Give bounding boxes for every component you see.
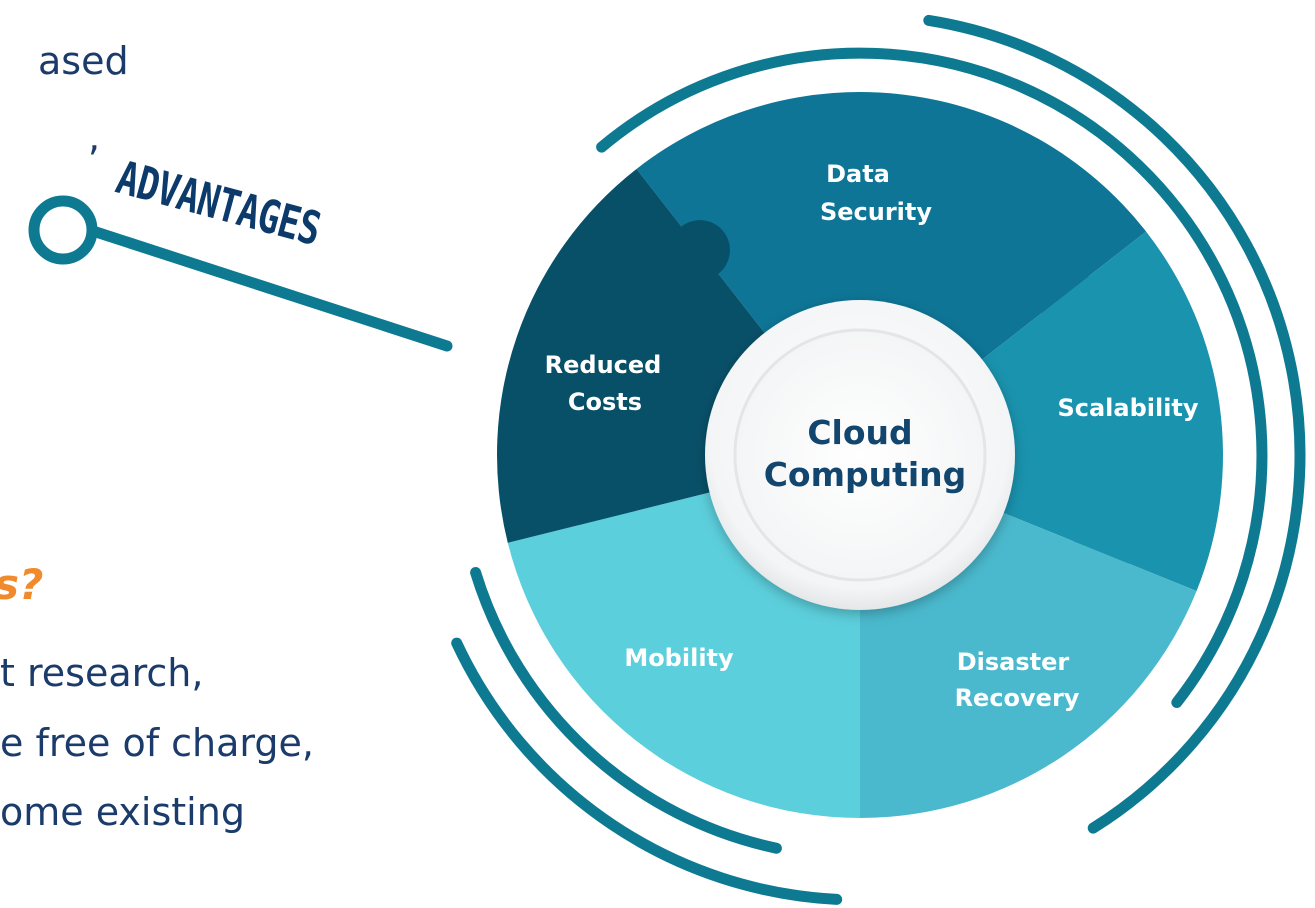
segment-label-recovery: Recovery: [955, 684, 1080, 712]
segment-data-security: [636, 92, 1147, 363]
outer-ring-arcs: [451, 14, 1306, 905]
center-label-line2: Computing: [764, 455, 967, 494]
text-fragment-research: t research,: [0, 651, 204, 695]
center-label-line1: Cloud: [807, 413, 912, 452]
segment-label-costs: Costs: [568, 388, 642, 416]
outer-ring-arc-bottom: [451, 637, 843, 905]
segment-scalability: [978, 231, 1223, 591]
segment-label-data: Data: [826, 160, 890, 188]
text-fragment-ased: ased: [38, 39, 129, 83]
connector-line: [90, 226, 453, 352]
segment-label-disaster: Disaster: [957, 648, 1070, 676]
segment-mobility: [507, 491, 860, 818]
puzzle-segments: [490, 85, 1230, 825]
connector-node-circle: [28, 195, 98, 265]
segment-disaster-recovery: [860, 511, 1197, 818]
segment-label-security: Security: [820, 198, 932, 226]
hub-inner-circle: [733, 328, 987, 582]
puzzle-knob-reduced-costs: [669, 220, 730, 281]
text-fragment-comma: ,: [88, 115, 101, 159]
segment-label-scalability: Scalability: [1057, 394, 1198, 422]
outer-ring-arc-right: [923, 14, 1306, 834]
outer-ring-arc-lower-left: [470, 567, 782, 854]
text-fragment-free-of-charge: e free of charge,: [0, 721, 314, 765]
segment-label-mobility: Mobility: [624, 644, 734, 672]
outer-ring-arc-main: [596, 47, 1268, 708]
question-fragment: s?: [0, 560, 44, 609]
segment-label-reduced: Reduced: [545, 351, 662, 379]
text-fragment-existing: ome existing: [0, 790, 245, 834]
